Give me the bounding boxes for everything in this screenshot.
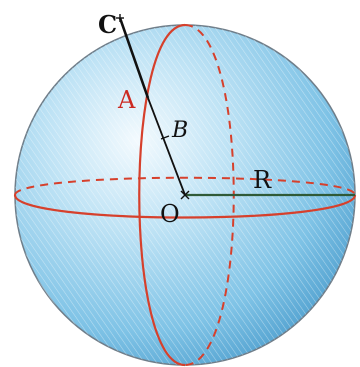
equator-front [13, 194, 357, 219]
point-O-mark [180, 190, 190, 200]
label-O: O [160, 200, 180, 228]
equator-back-dashed [14, 176, 356, 196]
line-OA [147, 97, 186, 196]
line-AC [118, 17, 150, 99]
label-A: A [117, 86, 136, 114]
label-B: B [171, 118, 188, 143]
point-B-mark [160, 135, 170, 140]
point-C-mark [116, 14, 124, 22]
meridian-front [138, 23, 186, 367]
label-C: C [98, 10, 117, 39]
label-R: R [253, 166, 272, 194]
